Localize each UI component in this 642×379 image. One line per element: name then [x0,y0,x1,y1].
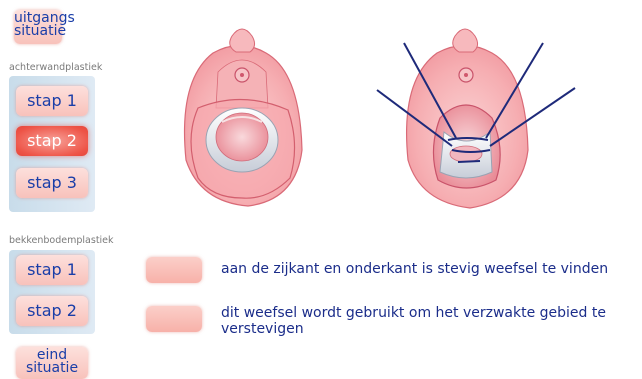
clitoral-hood-right [453,29,478,52]
legend-text-used-tissue: dit weefsel wordt gebruikt om het verzwa… [221,305,636,337]
legend-text-strong-tissue: aan de zijkant en onderkant is stevig we… [221,261,636,277]
clitoral-hood-left [230,29,255,52]
illustration-step-2-left [185,29,302,206]
illustration-step-2-right [377,29,575,208]
legend-swatch-used-tissue [146,306,202,332]
legend-swatch-strong-tissue [146,257,202,283]
